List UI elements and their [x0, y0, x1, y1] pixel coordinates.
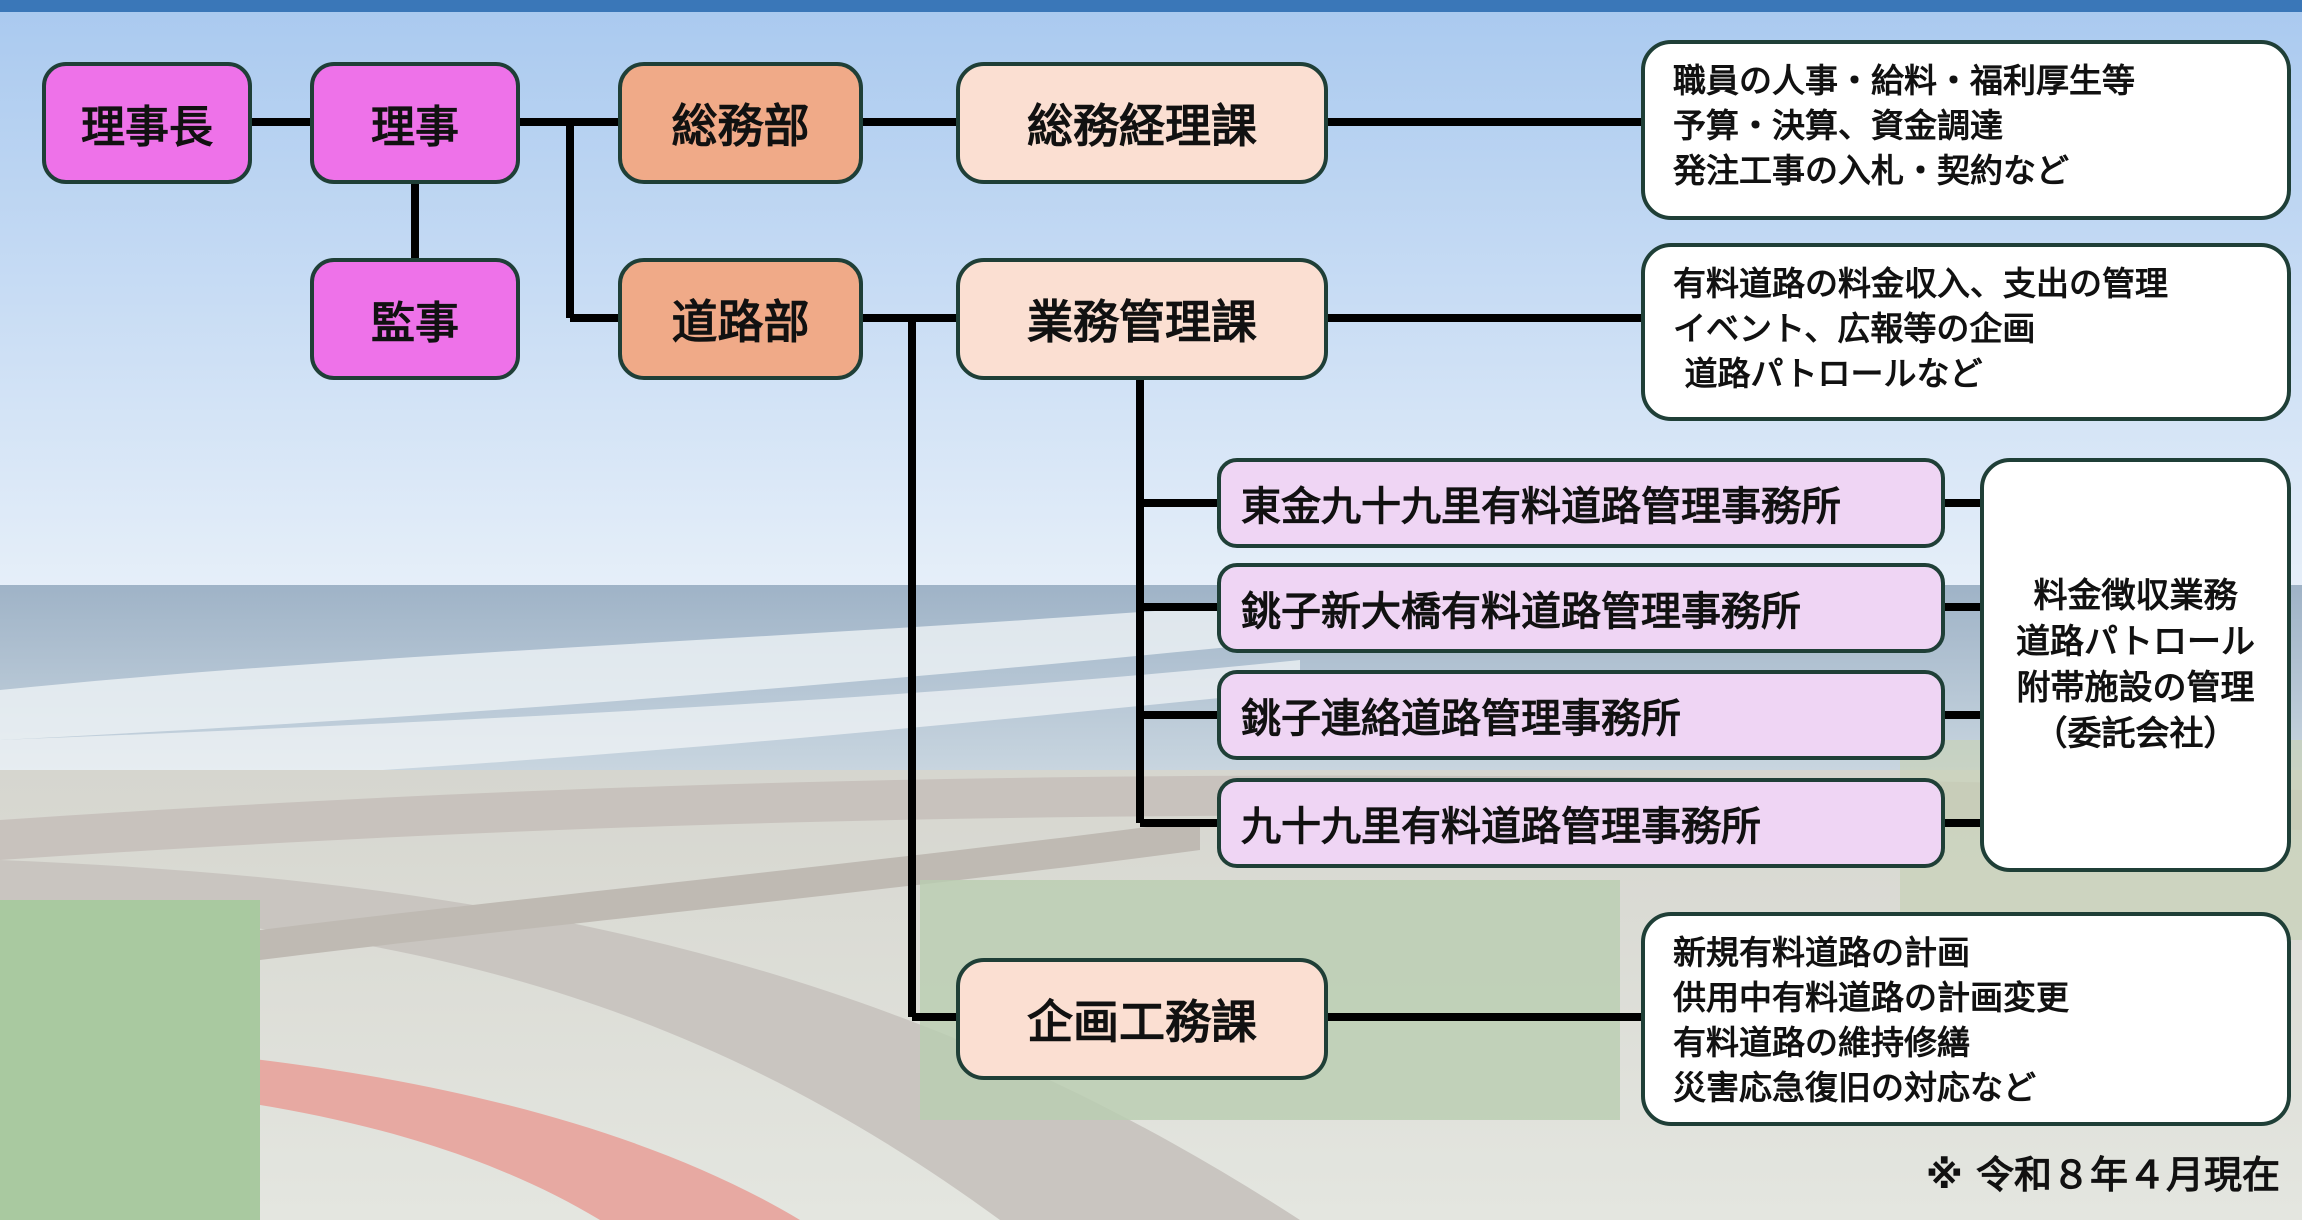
offices-description: 料金徴収業務 道路パトロール 附帯施設の管理 （委託会社） — [1980, 458, 2291, 872]
general-affairs-dept-label: 総務部 — [671, 99, 810, 153]
general-accounting-section-box: 総務経理課 — [956, 62, 1328, 184]
office-box-togane: 東金九十九里有料道路管理事務所 — [1217, 458, 1945, 548]
description-line: 料金徴収業務 — [2033, 576, 2238, 616]
operations-section-label: 業務管理課 — [1027, 295, 1257, 349]
director-label: 理事 — [371, 102, 459, 153]
operations-section-box: 業務管理課 — [956, 258, 1328, 380]
chairman-box: 理事長 — [42, 62, 252, 184]
office-label: 九十九里有料道路管理事務所 — [1241, 804, 1761, 850]
office-label: 銚子新大橋有料道路管理事務所 — [1241, 589, 1801, 635]
description-line: 有料道路の料金収入、支出の管理 — [1673, 264, 2168, 303]
office-label: 東金九十九里有料道路管理事務所 — [1241, 484, 1841, 530]
planning-section-box: 企画工務課 — [956, 958, 1328, 1080]
office-box-choshi-renraku: 銚子連絡道路管理事務所 — [1217, 670, 1945, 760]
description-line: 道路パトロール — [2015, 622, 2256, 662]
chairman-label: 理事長 — [81, 102, 213, 153]
director-box: 理事 — [310, 62, 520, 184]
general-affairs-dept-box: 総務部 — [618, 62, 863, 184]
description-line: 新規有料道路の計画 — [1673, 933, 1970, 972]
description-line: 災害応急復旧の対応など — [1673, 1068, 2036, 1107]
general-accounting-section-label: 総務経理課 — [1027, 99, 1257, 153]
planning-description: 新規有料道路の計画 供用中有料道路の計画変更 有料道路の維持修繕 災害応急復旧の… — [1641, 912, 2291, 1126]
office-box-choshi-shin-ohashi: 銚子新大橋有料道路管理事務所 — [1217, 563, 1945, 653]
auditor-label: 監事 — [371, 298, 459, 349]
general-accounting-description: 職員の人事・給料・福利厚生等 予算・決算、資金調達 発注工事の入札・契約など — [1641, 40, 2291, 220]
description-line: 有料道路の維持修繕 — [1673, 1023, 1970, 1062]
description-line: 発注工事の入札・契約など — [1673, 151, 2069, 190]
description-line: 職員の人事・給料・福利厚生等 — [1673, 61, 2135, 100]
operations-description: 有料道路の料金収入、支出の管理 イベント、広報等の企画 道路パトロールなど — [1641, 243, 2291, 421]
description-line: 附帯施設の管理 — [2016, 668, 2255, 708]
description-line: （委託会社） — [2033, 714, 2238, 754]
office-box-kujukuri: 九十九里有料道路管理事務所 — [1217, 778, 1945, 868]
top-accent-bar — [0, 0, 2302, 12]
planning-section-label: 企画工務課 — [1027, 995, 1257, 1049]
as-of-date-note: ※ 令和８年４月現在 — [1925, 1153, 2280, 1197]
auditor-box: 監事 — [310, 258, 520, 380]
description-line: 予算・決算、資金調達 — [1673, 106, 2003, 145]
roads-dept-label: 道路部 — [671, 295, 810, 349]
description-line: 道路パトロールなど — [1673, 354, 1983, 393]
description-line: 供用中有料道路の計画変更 — [1673, 978, 2069, 1017]
description-line: イベント、広報等の企画 — [1673, 309, 2036, 348]
roads-dept-box: 道路部 — [618, 258, 863, 380]
office-label: 銚子連絡道路管理事務所 — [1241, 696, 1681, 742]
